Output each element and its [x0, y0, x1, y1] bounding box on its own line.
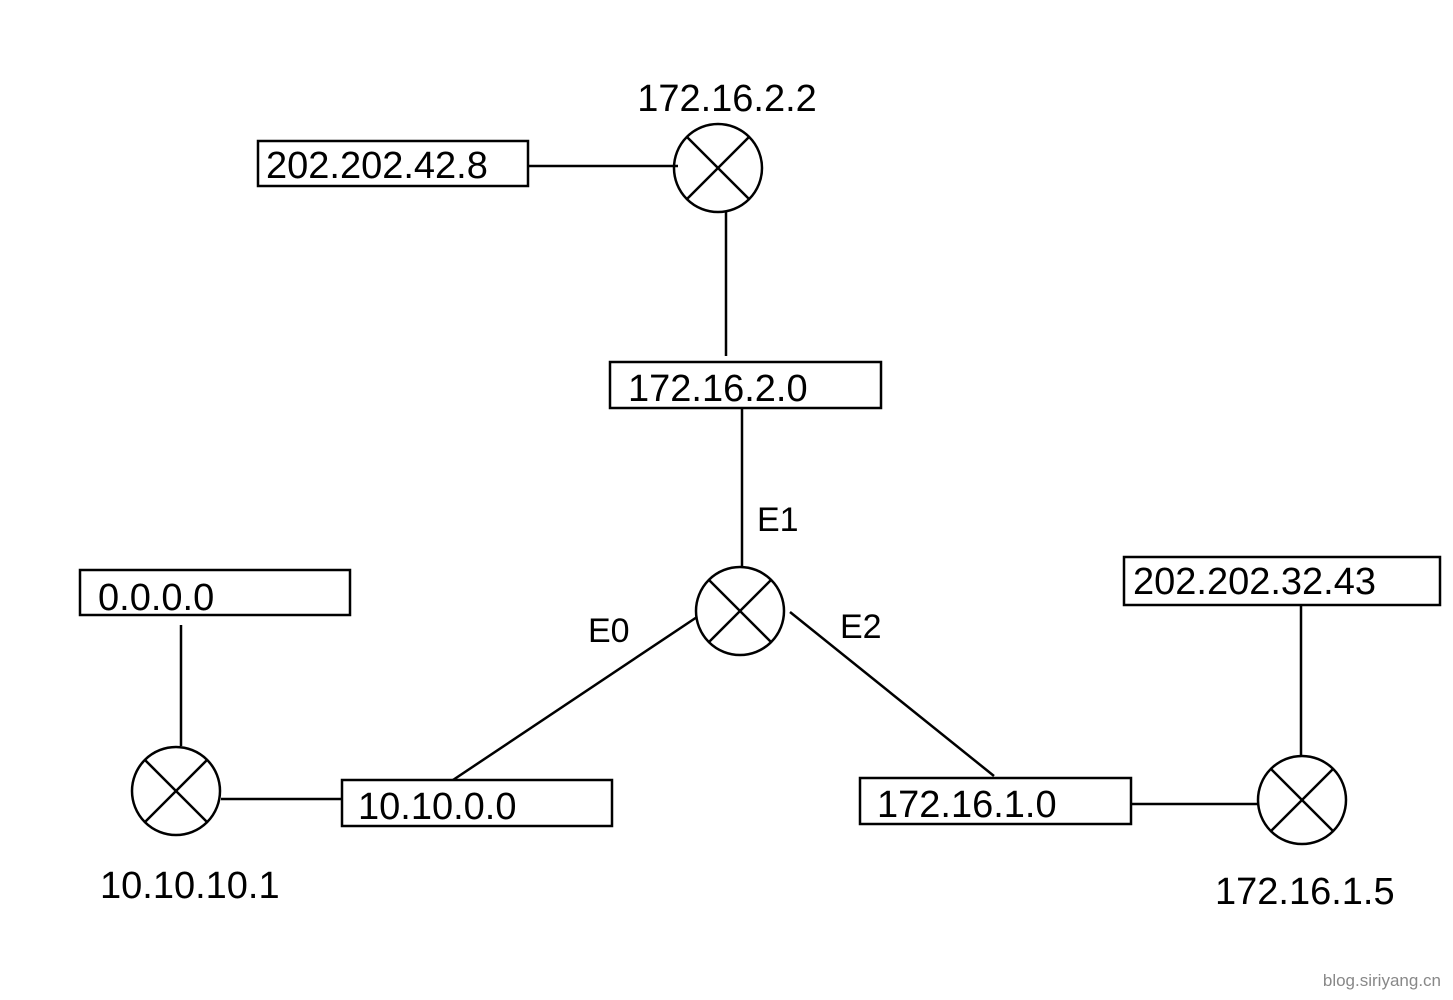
network-box-n6: 202.202.32.43 — [1122, 555, 1442, 607]
network-label: 172.16.2.0 — [628, 368, 808, 410]
router-label-top: 172.16.2.2 — [637, 78, 817, 120]
link-center-n5 — [789, 611, 995, 777]
router-icon — [130, 745, 222, 837]
router-label-right: 172.16.1.5 — [1215, 871, 1395, 913]
network-label: 202.202.32.43 — [1133, 561, 1376, 603]
network-label: 202.202.42.8 — [266, 145, 488, 187]
network-label: 10.10.0.0 — [358, 786, 516, 828]
network-box-n5: 172.16.1.0 — [858, 776, 1133, 826]
network-box-n1: 202.202.42.8 — [256, 139, 530, 188]
network-label: 172.16.1.0 — [877, 784, 1057, 826]
watermark: blog.siriyang.cn — [1323, 971, 1441, 990]
network-box-n2: 172.16.2.0 — [608, 360, 883, 410]
router-icon — [694, 565, 786, 657]
network-box-n3: 0.0.0.0 — [78, 568, 352, 619]
interface-label-e2: E2 — [840, 608, 882, 646]
router-icon — [672, 122, 764, 214]
router-icon — [1256, 754, 1348, 846]
network-label: 0.0.0.0 — [98, 577, 214, 619]
router-label-left: 10.10.10.1 — [100, 865, 280, 907]
interface-label-e1: E1 — [757, 501, 799, 539]
network-box-n4: 10.10.0.0 — [340, 778, 614, 828]
interface-label-e0: E0 — [588, 612, 630, 650]
links — [179, 164, 1303, 806]
link-center-n4 — [449, 615, 698, 784]
